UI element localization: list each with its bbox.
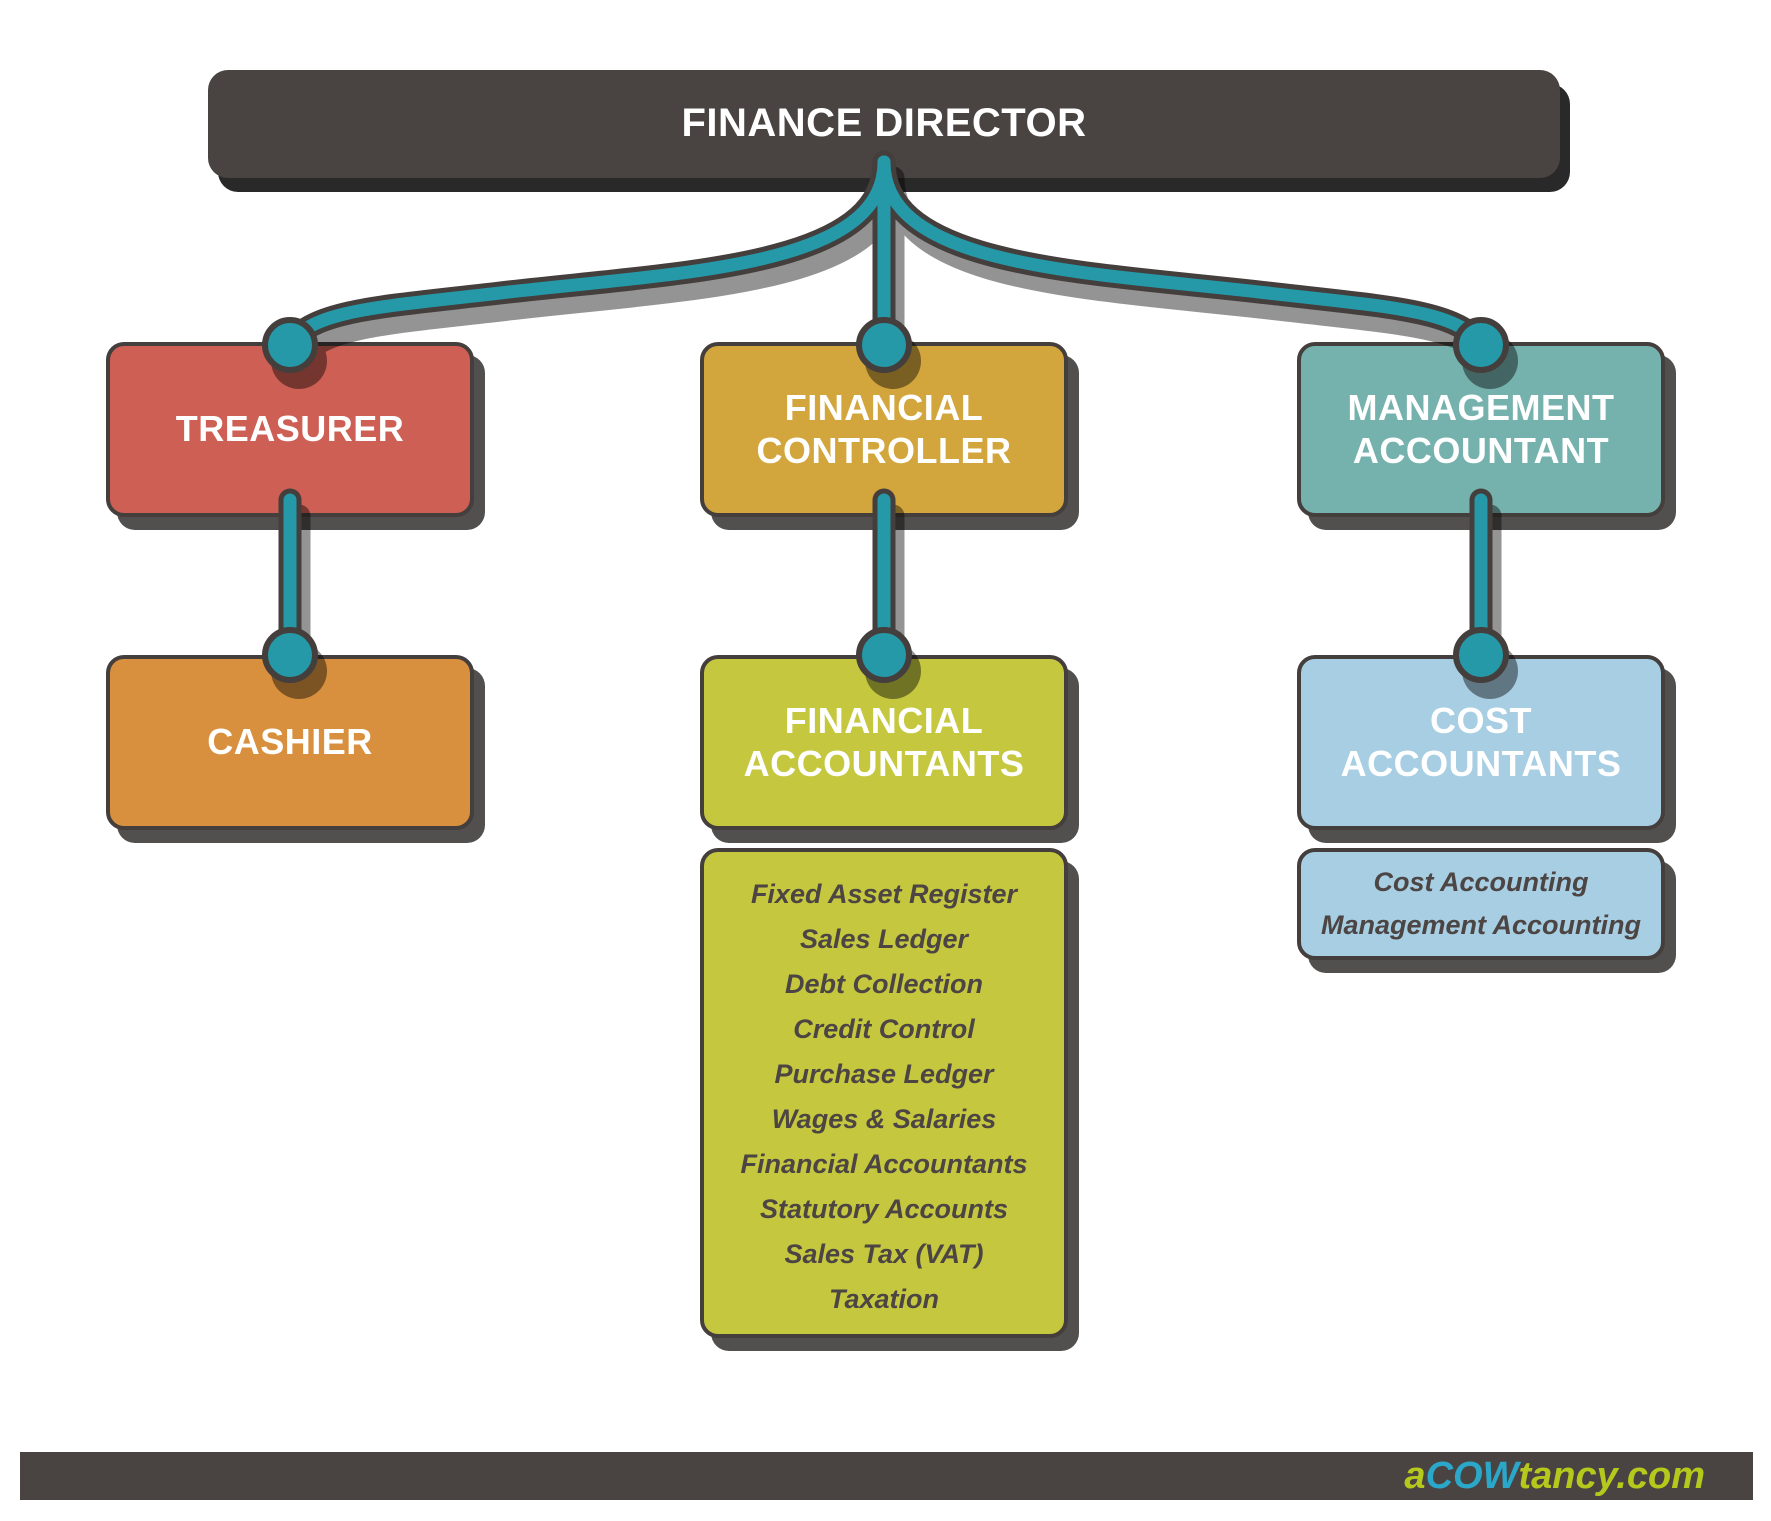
- duty-item: Taxation: [828, 1284, 940, 1314]
- duty-item: Statutory Accounts: [759, 1194, 1009, 1224]
- financial-accountants-label: FINANCIAL ACCOUNTANTS: [743, 700, 1025, 784]
- finance-director-box: FINANCE DIRECTOR: [208, 70, 1560, 178]
- duty-item: Sales Tax (VAT): [784, 1239, 984, 1269]
- financial-accountants-box: FINANCIAL ACCOUNTANTS: [700, 655, 1068, 830]
- cashier-label: CASHIER: [207, 721, 373, 763]
- brand-cow: COW: [1425, 1455, 1519, 1497]
- cost-accountants-label: COST ACCOUNTANTS: [1340, 700, 1622, 784]
- brand-prefix: a: [1404, 1455, 1426, 1497]
- financial-controller-label: FINANCIAL CONTROLLER: [756, 387, 1012, 471]
- duty-item: Financial Accountants: [740, 1149, 1028, 1179]
- financial-duties-list: Fixed Asset Register Sales Ledger Debt C…: [700, 848, 1068, 1338]
- treasurer-label: TREASURER: [175, 408, 405, 450]
- brand-logo: aCOWtancy.com: [1404, 1457, 1705, 1495]
- cost-accountants-box: COST ACCOUNTANTS: [1297, 655, 1665, 830]
- duty-item: Debt Collection: [784, 969, 983, 999]
- treasurer-box: TREASURER: [106, 342, 474, 517]
- duty-item: Cost Accounting: [1373, 867, 1589, 897]
- duty-item: Credit Control: [793, 1014, 975, 1044]
- duty-item: Fixed Asset Register: [750, 879, 1018, 909]
- duty-item: Sales Ledger: [799, 924, 969, 954]
- financial-controller-box: FINANCIAL CONTROLLER: [700, 342, 1068, 517]
- footer-bar: aCOWtancy.com: [20, 1452, 1753, 1500]
- duty-item: Wages & Salaries: [771, 1104, 997, 1134]
- duty-item: Management Accounting: [1320, 910, 1642, 940]
- cashier-box: CASHIER: [106, 655, 474, 830]
- management-accountant-label: MANAGEMENT ACCOUNTANT: [1347, 387, 1615, 471]
- management-accountant-box: MANAGEMENT ACCOUNTANT: [1297, 342, 1665, 517]
- cost-duties-list: Cost Accounting Management Accounting: [1297, 848, 1665, 960]
- brand-suffix: tancy.com: [1518, 1455, 1705, 1497]
- duty-item: Purchase Ledger: [774, 1059, 994, 1089]
- finance-director-label: FINANCE DIRECTOR: [681, 101, 1087, 146]
